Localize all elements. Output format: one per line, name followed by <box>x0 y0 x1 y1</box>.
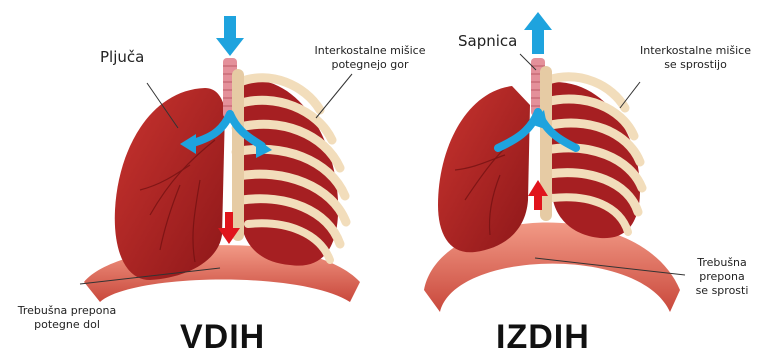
lungs-label: Pljuča <box>100 48 144 66</box>
inhale-title: VDIH <box>180 318 265 357</box>
intercostal-muscles-label-exhale: Interkostalne mišice se sprostijo <box>628 44 763 72</box>
intercostal-muscles-line-1: Interkostalne mišice <box>628 44 763 58</box>
intercostal-muscles-label-inhale: Interkostalne mišice potegnejo gor <box>300 44 440 72</box>
diaphragm-label-line-2: prepona <box>683 270 761 284</box>
left-lung-right <box>438 86 530 252</box>
diaphragm-label-line-2: potegne dol <box>2 318 132 332</box>
diaphragm-label-line-3: se sprosti <box>683 284 761 298</box>
arrow-down-icon <box>216 16 244 56</box>
trachea-label: Sapnica <box>458 32 517 50</box>
intercostal-muscles-line-1: Interkostalne mišice <box>300 44 440 58</box>
diaphragm-label-exhale: Trebušna prepona se sprosti <box>683 256 761 298</box>
diaphragm-label-line-1: Trebušna <box>683 256 761 270</box>
intercostal-muscles-line-2: potegnejo gor <box>300 58 440 72</box>
exhale-title: IZDIH <box>496 318 590 357</box>
intercostal-muscles-line-2: se sprostijo <box>628 58 763 72</box>
arrow-up-icon <box>524 12 552 54</box>
diaphragm-label-inhale: Trebušna prepona potegne dol <box>2 304 132 332</box>
diaphragm-label-line-1: Trebušna prepona <box>2 304 132 318</box>
